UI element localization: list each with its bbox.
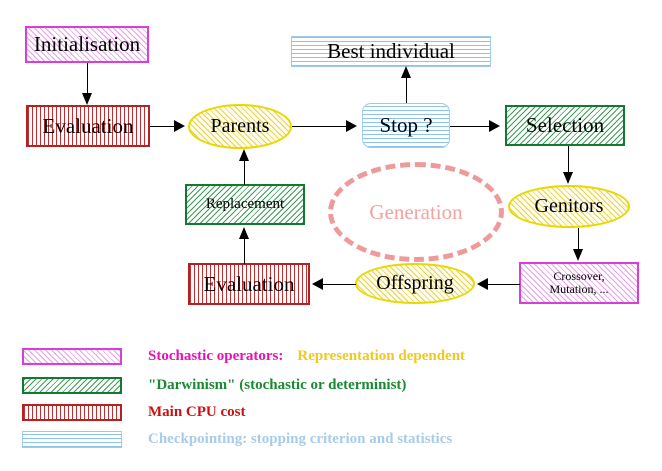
node-initialisation[interactable]: Initialisation xyxy=(25,26,149,63)
edge-crossover-to-offspring xyxy=(488,284,520,285)
edge-parents-to-stop xyxy=(292,126,348,127)
edge-eval-to-parents xyxy=(150,126,177,127)
arrowhead-selection-to-genitors xyxy=(563,172,573,184)
node-crossover-mutation-label: Crossover, Mutation, ... xyxy=(549,269,609,296)
node-parents[interactable]: Parents xyxy=(188,104,292,149)
legend-swatch-stochastic xyxy=(22,348,122,365)
legend-row-cpu-cost: Main CPU cost xyxy=(22,404,246,421)
node-replacement[interactable]: Replacement xyxy=(185,184,305,225)
edge-init-to-eval xyxy=(87,63,88,95)
node-best-individual-label: Best individual xyxy=(327,39,455,64)
node-evaluation-top[interactable]: Evaluation xyxy=(26,105,150,147)
arrowhead-stop-to-selection xyxy=(489,120,500,132)
node-genitors[interactable]: Genitors xyxy=(508,185,630,228)
node-generation-ring: Generation xyxy=(328,162,504,262)
edge-eval-to-replacement xyxy=(244,238,245,264)
arrowhead-init-to-eval xyxy=(82,93,92,105)
edge-stop-to-best xyxy=(406,70,407,103)
legend-label-checkpointing: Checkpointing: stopping criterion and st… xyxy=(148,431,453,447)
node-generation-label: Generation xyxy=(369,199,463,224)
legend-row-checkpointing: Checkpointing: stopping criterion and st… xyxy=(22,431,452,448)
node-stop[interactable]: Stop ? xyxy=(362,103,450,148)
node-parents-label: Parents xyxy=(210,115,270,137)
arrowhead-eval-to-parents xyxy=(174,120,185,132)
node-genitors-label: Genitors xyxy=(534,195,604,217)
node-crossover-mutation[interactable]: Crossover, Mutation, ... xyxy=(519,262,639,304)
arrowhead-genitors-to-crossover xyxy=(573,249,583,261)
legend-row-stochastic: Stochastic operators: Representation dep… xyxy=(22,348,465,365)
legend-label-darwinism: "Darwinism" (stochastic or determinist) xyxy=(148,377,407,393)
node-evaluation-top-label: Evaluation xyxy=(42,113,134,138)
node-offspring[interactable]: Offspring xyxy=(355,263,475,304)
node-evaluation-bottom[interactable]: Evaluation xyxy=(188,263,310,305)
edge-selection-to-genitors xyxy=(568,146,569,174)
node-stop-label: Stop ? xyxy=(379,113,433,138)
arrowhead-offspring-to-eval xyxy=(312,278,323,290)
edge-genitors-to-crossover xyxy=(578,228,579,250)
legend-label-stochastic: Stochastic operators: xyxy=(148,348,284,364)
node-best-individual[interactable]: Best individual xyxy=(291,36,491,67)
legend-label-cpu-cost: Main CPU cost xyxy=(148,404,246,420)
node-initialisation-label: Initialisation xyxy=(33,32,141,57)
node-selection[interactable]: Selection xyxy=(505,105,625,146)
edge-stop-to-selection xyxy=(450,126,491,127)
edge-offspring-to-eval xyxy=(323,284,356,285)
node-selection-label: Selection xyxy=(525,113,605,138)
legend-swatch-darwinism xyxy=(22,377,122,394)
node-replacement-label: Replacement xyxy=(205,195,285,212)
arrowhead-stop-to-best xyxy=(401,66,411,78)
legend-swatch-cpu-cost xyxy=(22,404,122,421)
edge-replacement-to-parents xyxy=(244,161,245,185)
arrowhead-crossover-to-offspring xyxy=(477,278,488,290)
legend-swatch-checkpointing xyxy=(22,431,122,448)
legend-row-darwinism: "Darwinism" (stochastic or determinist) xyxy=(22,377,406,394)
node-offspring-label: Offspring xyxy=(376,272,454,294)
node-evaluation-bottom-label: Evaluation xyxy=(203,271,295,296)
arrowhead-eval-to-replacement xyxy=(239,227,249,239)
arrowhead-parents-to-stop xyxy=(346,120,357,132)
legend-label-representation: Representation dependent xyxy=(297,348,466,364)
arrowhead-replacement-to-parents xyxy=(239,149,249,161)
